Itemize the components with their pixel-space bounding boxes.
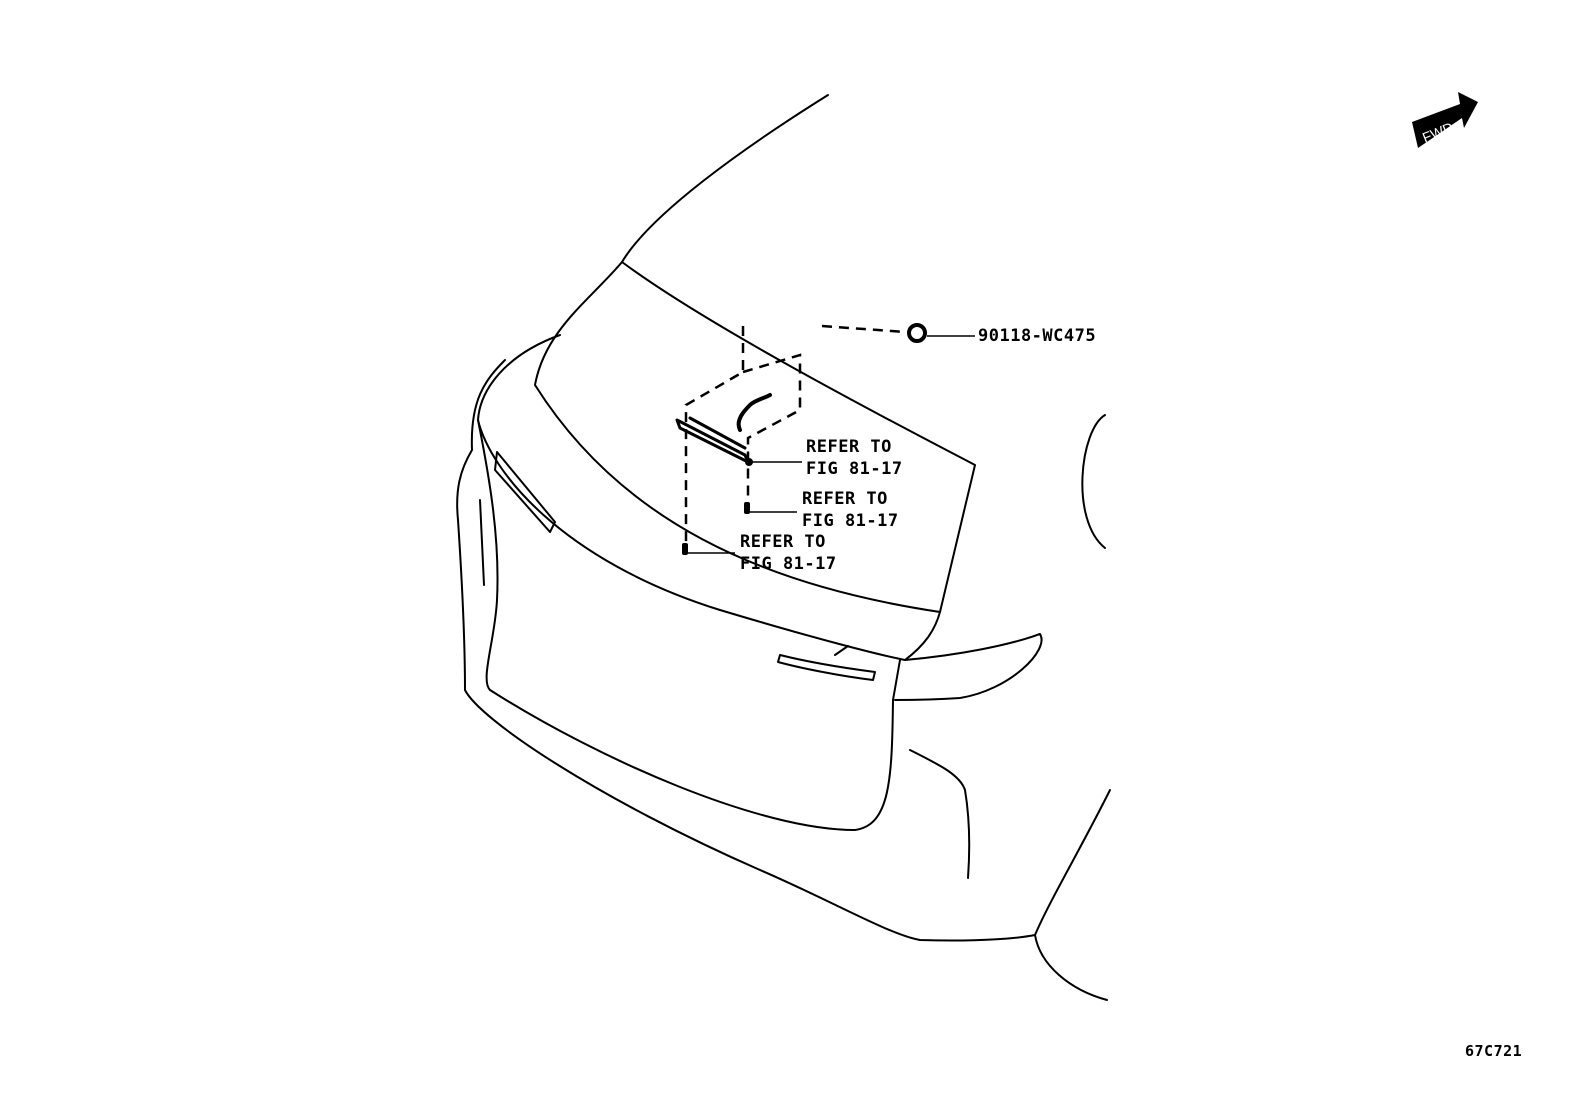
screw-icon bbox=[745, 458, 753, 466]
refer-line1: REFER TO bbox=[806, 437, 892, 457]
center-garnish bbox=[777, 645, 876, 681]
hatch-panel bbox=[477, 419, 901, 831]
spoiler-wing bbox=[894, 633, 1043, 701]
refer-line1: REFER TO bbox=[802, 489, 888, 509]
refer-line2: FIG 81-17 bbox=[806, 459, 903, 479]
window-lower-bracket bbox=[904, 611, 941, 661]
stop-lamp-wire bbox=[736, 393, 772, 432]
refer-line2: FIG 81-17 bbox=[802, 511, 899, 531]
figure-code: 67C721 bbox=[1465, 1042, 1523, 1060]
bumper-side bbox=[909, 749, 971, 879]
rear-window-outline bbox=[534, 261, 976, 613]
refer-line2: FIG 81-17 bbox=[740, 554, 837, 574]
tail-lamp-left bbox=[494, 451, 556, 533]
tail-lamp-left-side bbox=[479, 499, 485, 586]
roof-line bbox=[621, 94, 829, 263]
grommet-icon bbox=[907, 323, 927, 343]
fwd-arrow-icon: FWD bbox=[1412, 92, 1478, 148]
screw-icon bbox=[744, 502, 750, 514]
dash-leader-grommet bbox=[821, 324, 906, 334]
refer-line1: REFER TO bbox=[740, 532, 826, 552]
wheel-arch-lower bbox=[1034, 789, 1111, 1001]
wheel-arch-upper bbox=[1081, 414, 1106, 549]
hatch-upper-edge bbox=[477, 334, 906, 661]
hatch-side-edge bbox=[456, 359, 506, 691]
rear-bumper bbox=[464, 689, 1036, 942]
part-number-label[interactable]: 90118-WC475 bbox=[978, 326, 1097, 346]
screw-icon bbox=[682, 543, 688, 555]
